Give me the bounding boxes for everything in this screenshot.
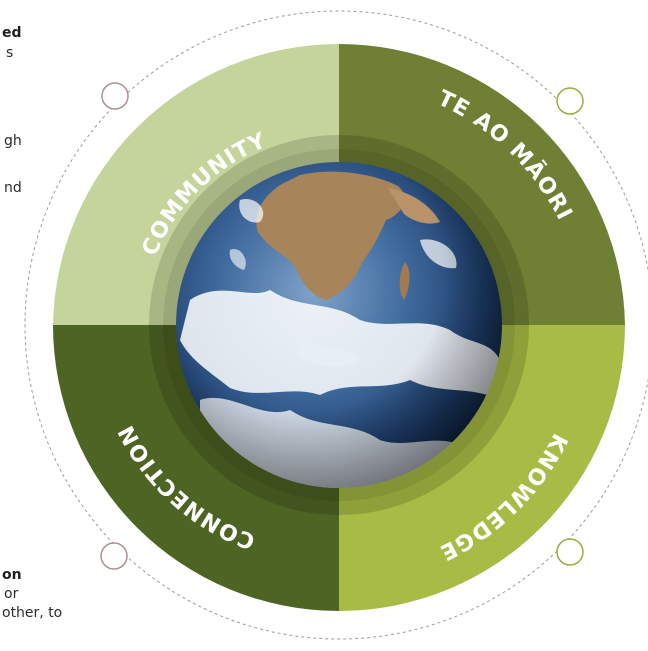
orbit-node-top-left	[101, 82, 129, 110]
earth-globe-image	[176, 162, 502, 488]
left-paragraph-top-line-5: gh	[4, 133, 22, 149]
left-paragraph-top-line-2: s	[6, 45, 14, 61]
orbit-node-bottom-right	[556, 538, 584, 566]
left-paragraph-bottom-line-2: or	[4, 586, 19, 602]
left-paragraph-bottom-line-3: other, to	[2, 605, 63, 621]
left-paragraph-top-line-1: ed	[2, 25, 22, 41]
orbit-node-bottom-left	[100, 542, 128, 570]
outer-orbit-ring	[24, 10, 648, 640]
left-paragraph-top-line-7: nd	[4, 180, 22, 196]
orbit-node-top-right	[556, 87, 584, 115]
left-paragraph-bottom-line-1: on	[2, 567, 22, 583]
